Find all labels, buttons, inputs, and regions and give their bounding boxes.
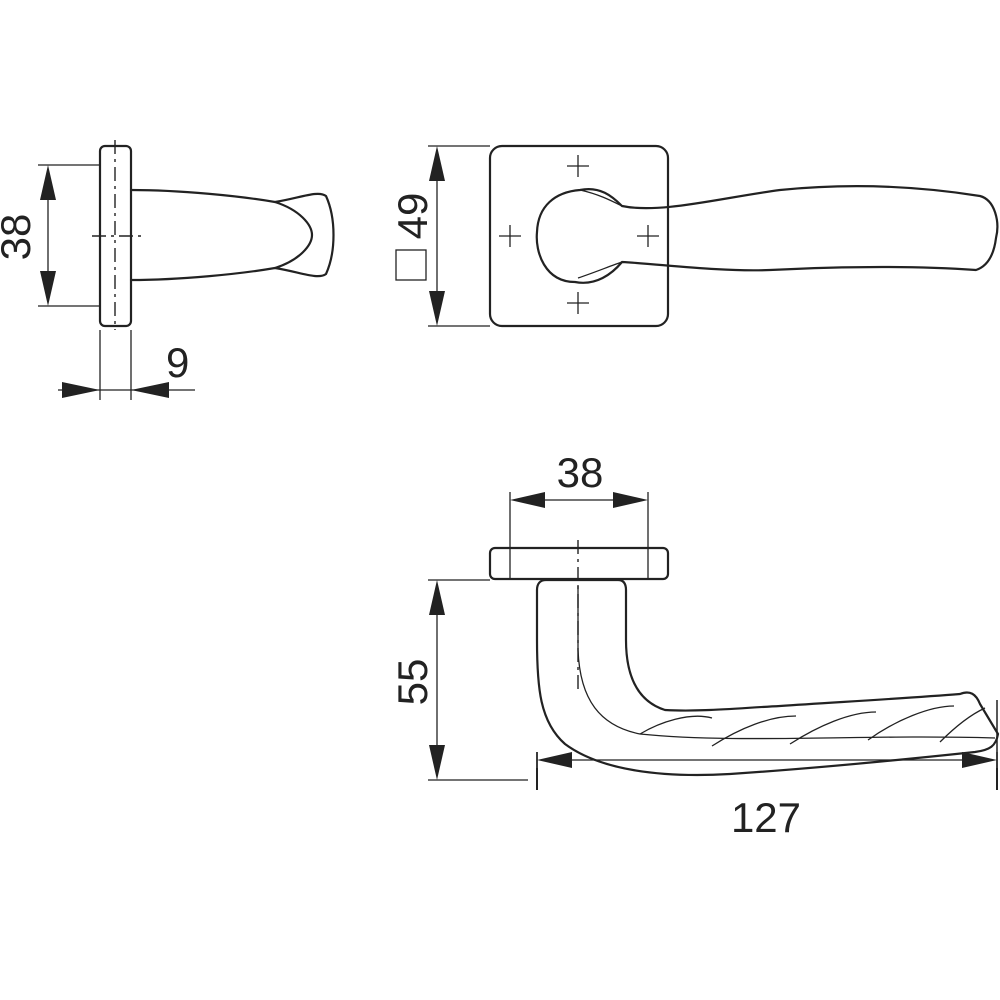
side-view: 38 9	[0, 140, 335, 400]
top-view-length-label: 127	[731, 794, 801, 841]
top-view-projection-arrow-bottom	[429, 745, 445, 780]
top-view-length-arrow-left	[537, 752, 572, 768]
top-view-grip-grooves	[639, 705, 986, 747]
front-view-neck-shadow-top	[579, 189, 623, 207]
front-view-fixing-mark-right	[637, 225, 659, 247]
front-view-square-rose	[488, 144, 670, 328]
side-view-height-label: 38	[0, 214, 39, 261]
top-view-lever-outline	[535, 578, 1000, 777]
front-view-lever-outline	[535, 185, 999, 284]
side-view-height-arrow-top	[40, 165, 56, 200]
side-view-lever-grip-curve	[273, 200, 314, 270]
side-view-lever-neck	[129, 188, 335, 282]
top-view-length-arrow-right	[962, 752, 997, 768]
top-view-projection-label: 55	[389, 659, 436, 706]
top-view: 38 55	[389, 449, 1000, 841]
front-view: 49	[389, 144, 999, 328]
side-view-thickness-label: 9	[166, 339, 189, 386]
side-view-height-arrow-bottom	[40, 271, 56, 306]
top-view-rose-arrow-right	[613, 492, 648, 508]
top-view-projection-arrow-top	[429, 580, 445, 615]
front-view-size-arrow-bottom	[429, 291, 445, 326]
top-view-rose-label: 38	[557, 449, 604, 496]
front-view-fixing-mark-top	[567, 155, 589, 177]
side-view-thickness-arrow-left	[62, 382, 100, 398]
top-view-lever-inner-line	[577, 585, 996, 740]
top-view-rose-plate	[488, 546, 670, 581]
front-view-fixing-mark-left	[499, 225, 521, 247]
side-view-thickness-arrow-right	[131, 382, 169, 398]
front-view-fixing-mark-bottom	[567, 292, 589, 314]
front-view-neck-shadow-bottom	[577, 261, 623, 279]
square-symbol-icon	[395, 249, 427, 281]
front-view-size-label: 49	[389, 193, 436, 240]
front-view-size-arrow-top	[429, 146, 445, 181]
top-view-rose-arrow-left	[510, 492, 545, 508]
